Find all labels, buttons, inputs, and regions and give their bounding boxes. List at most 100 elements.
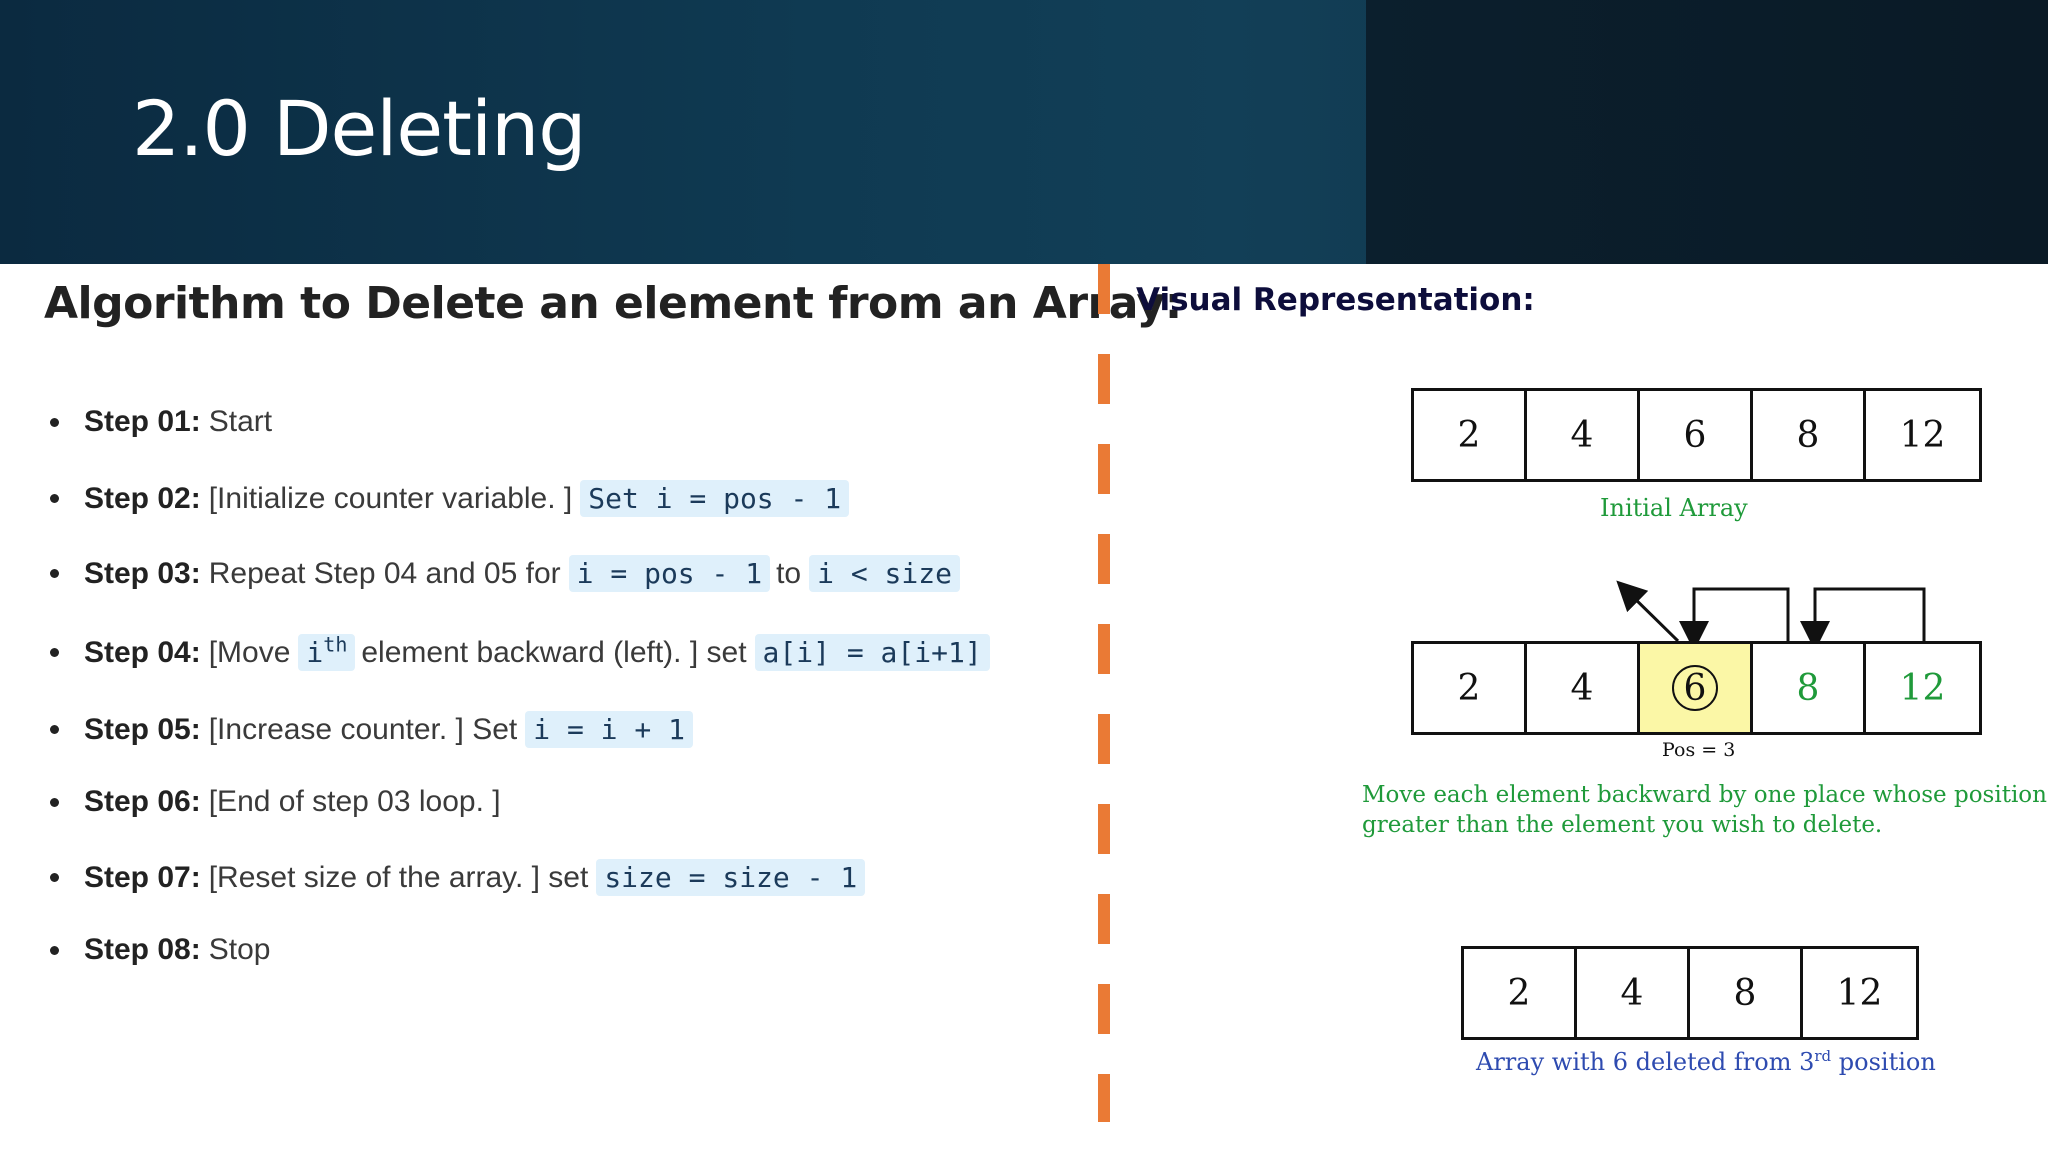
- array-cell-value: 4: [1620, 972, 1644, 1014]
- header-dark-panel: [1366, 0, 2048, 264]
- divider-segment: [1098, 894, 1110, 944]
- step-part-text: [End of step 03 loop. ]: [208, 785, 501, 818]
- step-text: Start: [209, 405, 272, 439]
- code-snippet: i < size: [809, 555, 960, 592]
- algorithm-step: Step 05:[Increase counter. ] Set i = i + …: [48, 711, 699, 748]
- step-label: Step 06:: [84, 785, 201, 818]
- slide-header: 2.0 Deleting: [0, 0, 2048, 264]
- step-text: [Initialize counter variable. ]: [209, 482, 573, 516]
- algorithm-step: Step 03:Repeat Step 04 and 05 for i = pos…: [48, 555, 966, 592]
- array-cell: 12: [1866, 391, 1979, 479]
- array-cell: 4: [1527, 391, 1640, 479]
- algorithm-step: Step 02:[Initialize counter variable. ]S…: [48, 480, 855, 517]
- final-array-caption: Array with 6 deleted from 3rd position: [1476, 1048, 1936, 1076]
- array-cell-value: 6: [1672, 665, 1718, 711]
- step-part-text: i = pos - 1: [576, 557, 763, 590]
- array-cell-value: 12: [1836, 972, 1883, 1014]
- step-text: [End of step 03 loop. ]: [209, 785, 501, 819]
- move-caption-line2: greater than the element you wish to del…: [1362, 812, 1883, 838]
- step-part-text: element backward (left). ] set: [361, 635, 747, 669]
- bullet-icon: [50, 873, 59, 882]
- array-cell: 2: [1464, 949, 1577, 1037]
- array-cell-value: 4: [1570, 667, 1594, 709]
- initial-array-caption: Initial Array: [1600, 494, 1748, 522]
- delete-arrow: [1616, 580, 1680, 643]
- array-cell: 8: [1753, 644, 1866, 732]
- bullet-icon: [50, 494, 59, 503]
- step-text: to: [776, 557, 801, 591]
- algorithm-step: Step 01:Start: [48, 405, 280, 439]
- bullet-icon: [50, 648, 59, 657]
- step-part-text: i < size: [817, 557, 952, 590]
- step-part-text: i = i + 1: [533, 713, 685, 746]
- step-part-text: [Increase counter. ] Set: [208, 712, 518, 746]
- array-cell: 2: [1414, 391, 1527, 479]
- divider-segment: [1098, 534, 1110, 584]
- shift-arrow-8: [1679, 587, 1790, 651]
- code-snippet: size = size - 1: [596, 859, 866, 896]
- step-label: Step 04:: [84, 635, 201, 669]
- slide-title: 2.0 Deleting: [132, 84, 586, 173]
- array-cell-value: 2: [1457, 414, 1481, 456]
- bullet-icon: [50, 569, 59, 578]
- moving-array: 2 4 6 8 12: [1411, 641, 1982, 735]
- step-part-text: a[i] = a[i+1]: [762, 636, 982, 669]
- code-snippet: i = i + 1: [525, 711, 693, 748]
- step-text: [Reset size of the array. ] set: [209, 861, 589, 895]
- step-label: Step 07:: [84, 860, 201, 894]
- array-cell: 8: [1690, 949, 1803, 1037]
- array-cell: 12: [1803, 949, 1916, 1037]
- step-label: Step 01:: [84, 405, 201, 438]
- step-label: Step 05:: [84, 712, 201, 746]
- array-cell: 4: [1527, 644, 1640, 732]
- bullet-icon: [50, 797, 59, 807]
- superscript: th: [323, 632, 348, 657]
- final-array: 2 4 8 12: [1461, 946, 1919, 1040]
- code-snippet: Set i = pos - 1: [580, 480, 850, 517]
- bullet-icon: [50, 945, 59, 955]
- divider-segment: [1098, 444, 1110, 494]
- step-text: [Move: [209, 636, 291, 670]
- code-snippet: ith: [298, 632, 356, 671]
- step-part-text: Start: [208, 405, 273, 438]
- algorithm-heading: Algorithm to Delete an element from an A…: [44, 278, 1182, 329]
- final-caption-sup: rd: [1814, 1047, 1832, 1065]
- array-cell: 12: [1866, 644, 1979, 732]
- step-text: [Increase counter. ] Set: [209, 713, 518, 747]
- array-cell-value: 12: [1899, 667, 1946, 709]
- bullet-icon: [50, 725, 59, 734]
- code-snippet: a[i] = a[i+1]: [754, 634, 990, 671]
- divider-segment: [1098, 1074, 1110, 1122]
- array-cell: 4: [1577, 949, 1690, 1037]
- step-text: Stop: [209, 933, 271, 967]
- array-cell-value: 8: [1796, 667, 1820, 709]
- array-cell-value: 2: [1507, 972, 1531, 1014]
- step-label: Step 03:: [84, 556, 201, 590]
- visual-heading: Visual Representation:: [1136, 282, 1535, 318]
- final-caption-main: Array with 6 deleted from 3: [1476, 1048, 1815, 1076]
- final-caption-end: position: [1831, 1048, 1936, 1076]
- divider-segment: [1098, 354, 1110, 404]
- array-cell-value: 6: [1683, 414, 1707, 456]
- step-part-text: Stop: [208, 933, 271, 966]
- pos-label: Pos = 3: [1662, 739, 1736, 761]
- move-caption-line1: Move each element backward by one place …: [1362, 782, 2048, 808]
- divider-segment: [1098, 984, 1110, 1034]
- step-part-text: i: [306, 636, 324, 669]
- divider-segment: [1098, 624, 1110, 674]
- algorithm-step: Step 08:Stop: [48, 933, 278, 967]
- array-cell-value: 4: [1570, 414, 1594, 456]
- array-cell: 6: [1640, 644, 1753, 732]
- array-cell-value: 2: [1457, 667, 1481, 709]
- step-text: element backward (left). ] set: [361, 636, 746, 670]
- step-part-text: [Reset size of the array. ] set: [208, 860, 589, 894]
- array-cell: 6: [1640, 391, 1753, 479]
- algorithm-step: Step 07:[Reset size of the array. ] set s…: [48, 859, 871, 896]
- step-part-text: Repeat Step 04 and 05 for: [208, 556, 561, 590]
- step-text: Repeat Step 04 and 05 for: [209, 557, 561, 591]
- array-cell: 2: [1414, 644, 1527, 732]
- step-part-text: size = size - 1: [604, 861, 858, 894]
- array-cell: 8: [1753, 391, 1866, 479]
